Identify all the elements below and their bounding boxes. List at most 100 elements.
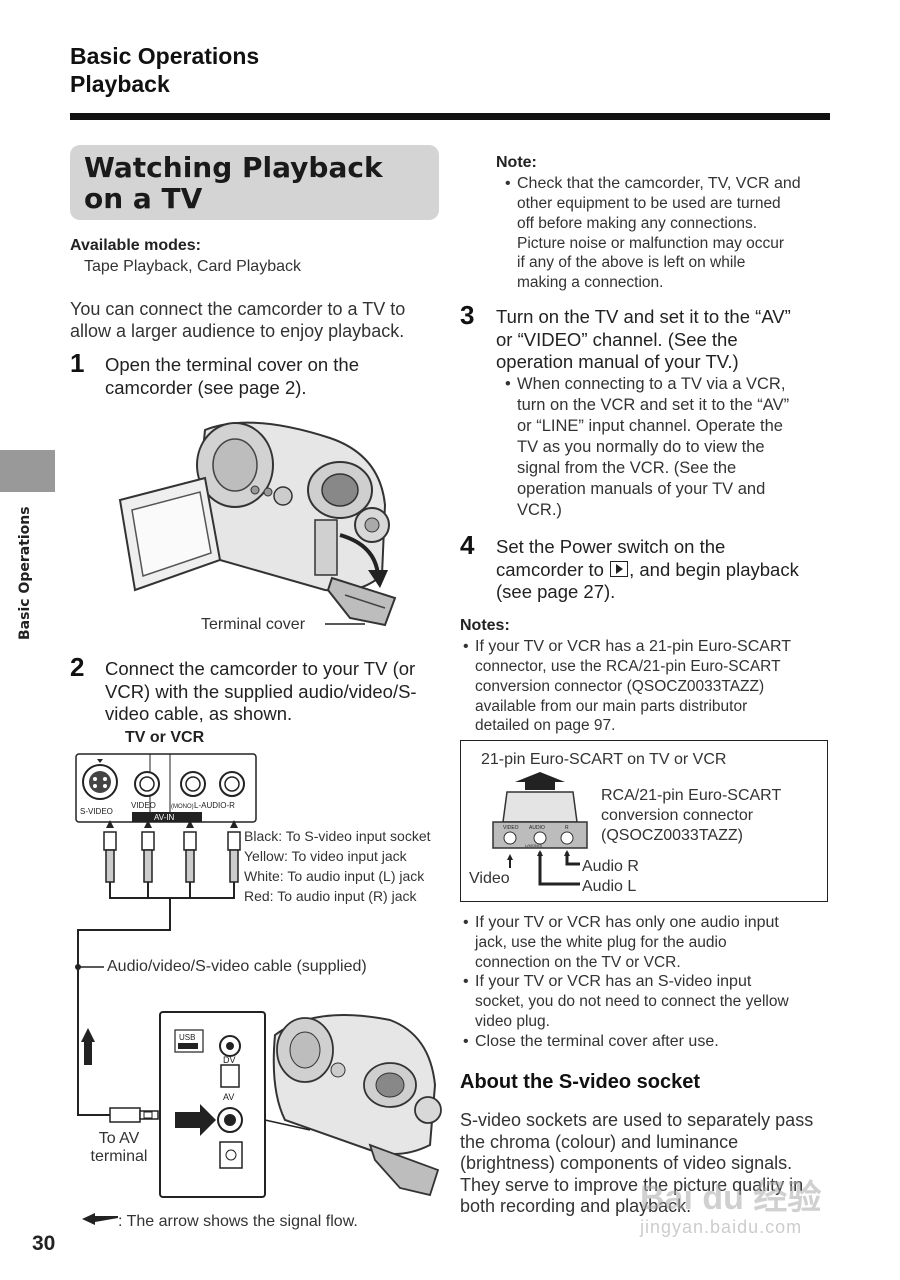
step-2-number: 2 xyxy=(70,652,85,682)
intro-line-1: You can connect the camcorder to a TV to xyxy=(70,299,406,319)
step-2-line-1: Connect the camcorder to your TV (or xyxy=(105,658,416,679)
notes-bullet-1: If your TV or VCR has a 21-pin Euro-SCAR… xyxy=(463,637,791,736)
legend-yellow: Yellow: To video input jack xyxy=(244,848,407,864)
notes-b1-line-1: If your TV or VCR has a 21-pin Euro-SCAR… xyxy=(463,637,791,657)
section-header: Basic Operations Playback xyxy=(70,42,259,98)
svideo-line-2: the chroma (colour) and luminance xyxy=(460,1131,739,1152)
usb-label: USB xyxy=(179,1033,195,1042)
video-socket-label: VIDEO xyxy=(131,801,156,810)
camcorder-figure xyxy=(118,421,397,627)
note-line-2: other equipment to be used are turned xyxy=(517,195,781,212)
step-1-line-2: camcorder (see page 2). xyxy=(105,376,307,398)
note-line-4: Picture noise or malfunction may occur xyxy=(517,234,785,252)
svideo-line-5: both recording and playback. xyxy=(460,1196,692,1216)
step-4-line-1: Set the Power switch on the xyxy=(496,536,726,557)
title-line-1: Watching Playback xyxy=(84,151,383,184)
header-line-1: Basic Operations xyxy=(70,43,260,69)
step-2-line-2: VCR) with the supplied audio/video/S- xyxy=(105,680,417,702)
notes-b3-line-2: socket, you do not need to connect the y… xyxy=(475,993,789,1010)
notes-bullet-4: Close the terminal cover after use. xyxy=(463,1032,719,1052)
jack-video-label: VIDEO xyxy=(503,825,519,831)
step-4-line-2a: camcorder to xyxy=(496,558,604,580)
svideo-section-heading: About the S-video socket xyxy=(460,1071,701,1093)
svideo-line-3: (brightness) components of video signals… xyxy=(460,1153,793,1173)
notes-b2-line-3: connection on the TV or VCR. xyxy=(475,953,681,971)
avin-label: AV-IN xyxy=(154,813,175,822)
step-2-line-3: video cable, as shown. xyxy=(105,703,293,724)
step-3-line-2: or “VIDEO” channel. (See the xyxy=(496,328,738,350)
step-1-number: 1 xyxy=(70,348,85,378)
step-3-text: Turn on the TV and set it to the “AV” or… xyxy=(496,306,791,374)
title-box xyxy=(70,145,439,220)
step-2-text: Connect the camcorder to your TV (or VCR… xyxy=(105,658,417,726)
note-text: Check that the camcorder, TV, VCR and ot… xyxy=(505,174,801,293)
scart-connector-figure: VIDEO AUDIO L(MONO) R xyxy=(492,772,588,886)
svideo-line-4: They serve to improve the picture qualit… xyxy=(460,1174,804,1195)
svideo-line-1: S-video sockets are used to separately p… xyxy=(460,1110,814,1130)
notes-b1-line-2: connector, use the RCA/21-pin Euro-SCART xyxy=(475,658,781,675)
step-3-bullet-line-1: When connecting to a TV via a VCR, xyxy=(505,374,789,395)
jack-r-label: R xyxy=(565,825,569,831)
step-3-line-3: operation manual of your TV.) xyxy=(496,351,739,372)
step-3-line-1: Turn on the TV and set it to the “AV” xyxy=(496,306,791,327)
step-3-bullet-line-2: turn on the VCR and set it to the “AV” xyxy=(517,396,790,414)
audio-socket-label: L-AUDIO-R xyxy=(194,801,235,810)
step-3-bullet-line-5: signal from the VCR. (See the xyxy=(517,459,737,477)
scart-diagram-box xyxy=(460,740,828,902)
mono-label: (MONO) xyxy=(171,804,194,810)
page-number: 30 xyxy=(32,1232,56,1255)
watermark-logo: Bai du 经验 xyxy=(640,1179,822,1217)
notes-b3-line-1: If your TV or VCR has an S-video input xyxy=(463,972,789,992)
step-3-bullet-line-4: TV as you normally do to view the xyxy=(517,438,765,456)
jack-audio-label: AUDIO xyxy=(529,825,545,831)
notes-b2-line-1: If your TV or VCR has only one audio inp… xyxy=(463,913,779,933)
to-av-line-2: terminal xyxy=(90,1148,148,1165)
header-line-2: Playback xyxy=(70,71,170,97)
notes-b1-line-3: conversion connector (QSOCZ0033TAZZ) xyxy=(475,677,765,695)
tv-vcr-label: TV or VCR xyxy=(125,729,205,746)
step-3-bullet-line-6: operation manuals of your TV and xyxy=(517,480,766,498)
notes-bullet-2: If your TV or VCR has only one audio inp… xyxy=(463,913,779,973)
note-line-6: making a connection. xyxy=(517,274,664,292)
dv-label: DV xyxy=(223,1055,236,1065)
play-icon xyxy=(610,560,629,577)
step-3-bullet: When connecting to a TV via a VCR, turn … xyxy=(505,374,790,521)
intro-line-2: allow a larger audience to enjoy playbac… xyxy=(70,321,405,341)
svideo-section-text: S-video sockets are used to separately p… xyxy=(460,1110,813,1218)
notes-b3-line-3: video plug. xyxy=(475,1012,550,1030)
jack-mono-label: L(MONO) xyxy=(525,843,543,848)
legend-white: White: To audio input (L) jack xyxy=(244,868,425,884)
available-modes-label: Available modes: xyxy=(70,237,202,254)
notes-bullet-3: If your TV or VCR has an S-video input s… xyxy=(463,972,789,1032)
page-title: Watching Playback on a TV xyxy=(84,152,383,214)
watermark-url: jingyan.baidu.com xyxy=(640,1217,803,1237)
step-1-line-1: Open the terminal cover on the xyxy=(105,354,360,375)
connection-diagram: S-VIDEO VIDEO (MONO) L-AUDIO-R AV-IN USB… xyxy=(75,753,442,1225)
scart-conv-line-3: (QSOCZ0033TAZZ) xyxy=(601,827,743,844)
step-4-line-2b: , and begin playback xyxy=(629,558,799,580)
legend-red: Red: To audio input (R) jack xyxy=(244,888,417,904)
side-tab xyxy=(0,450,55,492)
to-av-terminal-label: To AV terminal xyxy=(86,1130,152,1166)
terminal-cover-label: Terminal cover xyxy=(201,616,306,633)
step-3-bullet-line-3: or “LINE” input channel. Operate the xyxy=(517,417,783,435)
step-4-line-3: (see page 27). xyxy=(496,581,616,602)
av-label: AV xyxy=(223,1092,234,1102)
note-line-1: Check that the camcorder, TV, VCR and xyxy=(505,174,801,194)
to-av-line-1: To AV xyxy=(98,1130,140,1147)
note-line-3: off before making any connections. xyxy=(517,214,758,232)
notes-b1-line-5: detailed on page 97. xyxy=(475,717,616,735)
step-4-text: Set the Power switch on the camcorder to… xyxy=(496,536,799,604)
scart-top-label: 21-pin Euro-SCART on TV or VCR xyxy=(481,751,727,768)
notes-b4-line-1: Close the terminal cover after use. xyxy=(463,1032,719,1052)
note-line-5: if any of the above is left on while xyxy=(517,254,746,272)
title-line-2: on a TV xyxy=(84,182,203,215)
intro-text: You can connect the camcorder to a TV to… xyxy=(70,298,405,342)
step-4-number: 4 xyxy=(460,530,475,560)
available-modes-value: Tape Playback, Card Playback xyxy=(84,258,301,275)
header-rule xyxy=(70,113,830,120)
scart-audio-l-label: Audio L xyxy=(582,878,637,895)
notes-b1-line-4: available from our main parts distributo… xyxy=(475,697,748,715)
scart-converter-label: RCA/21-pin Euro-SCART conversion connect… xyxy=(601,786,781,846)
step-3-bullet-line-7: VCR.) xyxy=(517,501,562,519)
